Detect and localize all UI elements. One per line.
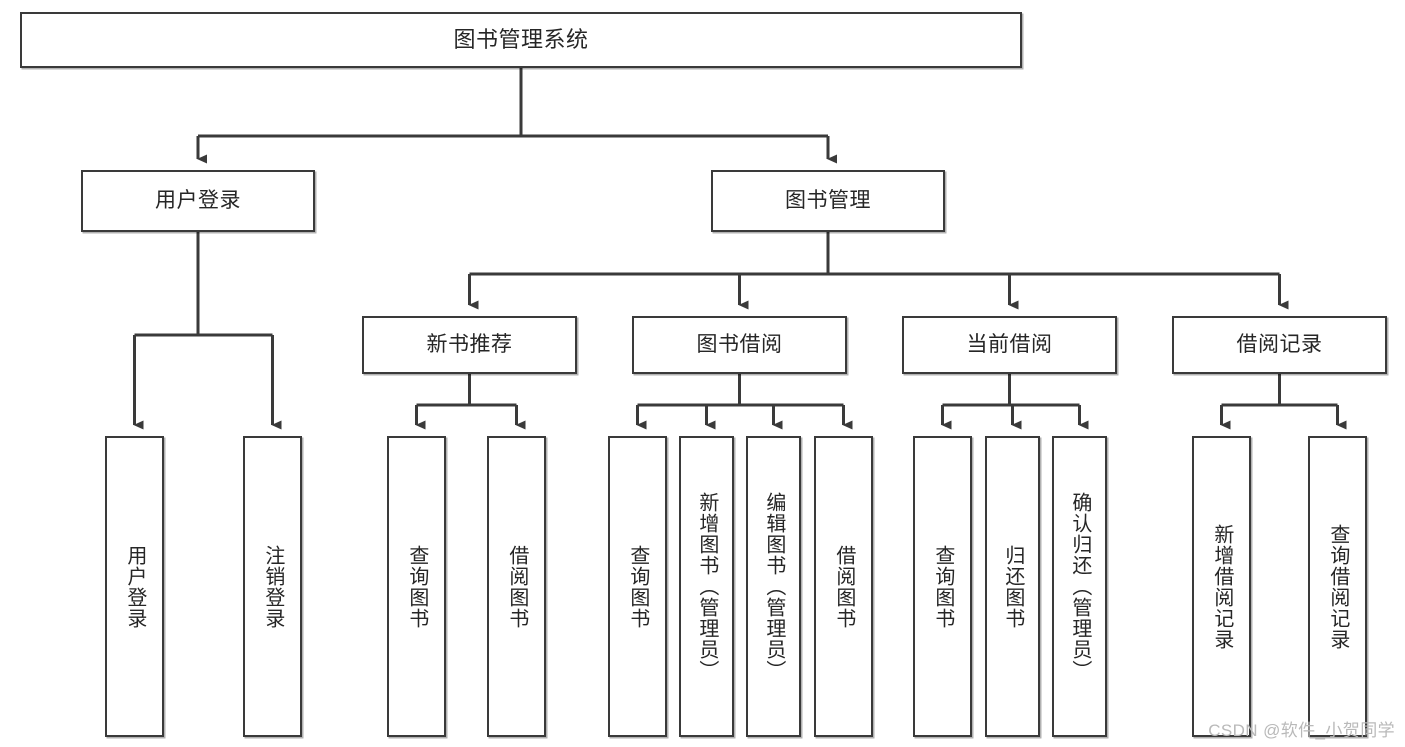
node-book-management[interactable]: 图书管理 (711, 170, 945, 232)
node-loan-records[interactable]: 借阅记录 (1172, 316, 1387, 374)
leaf-query-loan-record[interactable]: 查询借阅记录 (1308, 436, 1367, 737)
node-new-book-recommendation[interactable]: 新书推荐 (362, 316, 577, 374)
watermark: CSDN @软件_小贺同学 (1208, 721, 1395, 740)
node-label: 借阅图书 (505, 544, 528, 629)
node-user-login[interactable]: 用户登录 (81, 170, 315, 232)
leaf-user-login[interactable]: 用户登录 (105, 436, 164, 737)
node-label: 归还图书 (1001, 544, 1024, 629)
node-current-loans[interactable]: 当前借阅 (902, 316, 1117, 374)
node-label: 图书管理 (785, 189, 871, 213)
node-label: 用户登录 (123, 544, 146, 629)
node-book-borrowing[interactable]: 图书借阅 (632, 316, 847, 374)
node-label: 注销登录 (261, 544, 284, 629)
node-label: 用户登录 (155, 189, 241, 213)
leaf-query-book-new-rec[interactable]: 查询图书 (387, 436, 446, 737)
node-label: 新增图书（管理员） (695, 492, 718, 681)
leaf-edit-book-admin[interactable]: 编辑图书（管理员） (746, 436, 801, 737)
node-label: 查询借阅记录 (1326, 523, 1349, 650)
node-label: 新增借阅记录 (1210, 523, 1233, 650)
node-label: 新书推荐 (426, 333, 513, 357)
node-label: 查询图书 (931, 544, 954, 629)
leaf-borrow-book-new-rec[interactable]: 借阅图书 (487, 436, 546, 737)
node-label: 查询图书 (626, 544, 649, 629)
node-label: 编辑图书（管理员） (762, 492, 785, 681)
leaf-borrow-book[interactable]: 借阅图书 (814, 436, 873, 737)
node-label: 图书借阅 (696, 333, 783, 357)
node-label: 当前借阅 (966, 333, 1053, 357)
leaf-query-book-borrow[interactable]: 查询图书 (608, 436, 667, 737)
node-label: 图书管理系统 (453, 26, 589, 52)
node-label: 查询图书 (405, 544, 428, 629)
leaf-confirm-return-admin[interactable]: 确认归还（管理员） (1052, 436, 1107, 737)
node-label: 借阅图书 (832, 544, 855, 629)
leaf-add-loan-record[interactable]: 新增借阅记录 (1192, 436, 1251, 737)
node-root-book-management-system[interactable]: 图书管理系统 (20, 12, 1022, 68)
leaf-query-book-current[interactable]: 查询图书 (913, 436, 972, 737)
leaf-return-book[interactable]: 归还图书 (985, 436, 1040, 737)
node-label: 借阅记录 (1236, 333, 1323, 357)
leaf-logout[interactable]: 注销登录 (243, 436, 302, 737)
leaf-add-book-admin[interactable]: 新增图书（管理员） (679, 436, 734, 737)
node-label: 确认归还（管理员） (1068, 492, 1091, 681)
